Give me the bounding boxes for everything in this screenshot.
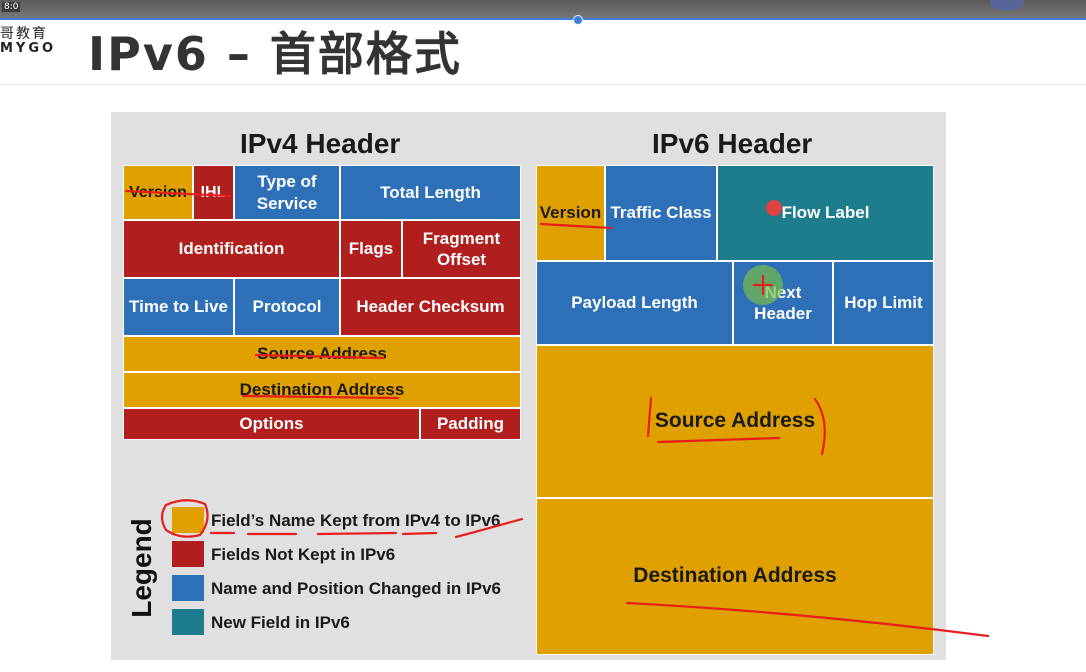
mouse-pointer-halo — [743, 265, 783, 305]
legend-label-new: New Field in IPv6 — [211, 613, 350, 632]
video-progress-handle[interactable] — [573, 15, 583, 25]
logo-en-text: MYGO — [0, 41, 57, 57]
legend-label-changed: Name and Position Changed in IPv6 — [211, 579, 501, 598]
ipv6-destination-address-field: Destination Address — [536, 498, 934, 655]
ipv4-source-address-field: Source Address — [123, 336, 521, 372]
ipv6-hop-limit-field: Hop Limit — [833, 261, 934, 345]
legend-label-not-kept: Fields Not Kept in IPv6 — [211, 545, 396, 564]
ipv4-protocol-field: Protocol — [234, 278, 340, 336]
legend-swatch-changed — [172, 575, 204, 601]
course-logo: 哥教育 MYGO — [0, 26, 70, 57]
ipv4-destination-address-field: Destination Address — [123, 372, 521, 408]
legend-label-kept: Field’s Name Kept from IPv4 to IPv6 — [211, 511, 501, 530]
ipv4-header-title: IPv4 Header — [240, 128, 401, 159]
ipv4-padding-field: Padding — [420, 408, 521, 440]
legend-title-text: Legend — [126, 518, 157, 618]
legend-title: Legend — [118, 508, 166, 628]
ipv4-header-checksum-field: Header Checksum — [340, 278, 521, 336]
ipv6-next-header-field: Next Header — [733, 261, 833, 345]
ipv4-time-to-live-field: Time to Live — [123, 278, 234, 336]
ipv6-header-title: IPv6 Header — [652, 128, 813, 159]
legend-swatch-new — [172, 609, 204, 635]
ipv4-version-field: Version — [123, 165, 193, 220]
ipv4-ihl-field: IHL — [193, 165, 234, 220]
legend-swatch-not-kept — [172, 541, 204, 567]
ipv4-flags-field: Flags — [340, 220, 402, 278]
title-divider — [0, 84, 1086, 85]
video-player-bar: 8:0 — [0, 0, 1086, 25]
ipv4-options-field: Options — [123, 408, 420, 440]
player-counter: 8:0 — [2, 2, 21, 12]
ipv4-total-length-field: Total Length — [340, 165, 521, 220]
ipv6-payload-length-field: Payload Length — [536, 261, 733, 345]
ipv6-version-field: Version — [536, 165, 605, 261]
ipv6-traffic-class-field: Traffic Class — [605, 165, 717, 261]
ipv6-flow-label-field: Flow Label — [717, 165, 934, 261]
laser-pointer-dot — [766, 200, 782, 216]
logo-cn-text: 哥教育 — [0, 26, 48, 42]
ipv4-identification-field: Identification — [123, 220, 340, 278]
player-corner-icon — [990, 0, 1024, 10]
ipv4-fragment-offset-field: Fragment Offset — [402, 220, 521, 278]
legend-swatch-kept — [172, 507, 204, 533]
ipv6-source-address-field: Source Address — [536, 345, 934, 498]
slide-title: IPv6 – 首部格式 — [88, 27, 462, 81]
video-progress-bar[interactable] — [0, 18, 1086, 20]
ipv4-type-of-service-field: Type of Service — [234, 165, 340, 220]
